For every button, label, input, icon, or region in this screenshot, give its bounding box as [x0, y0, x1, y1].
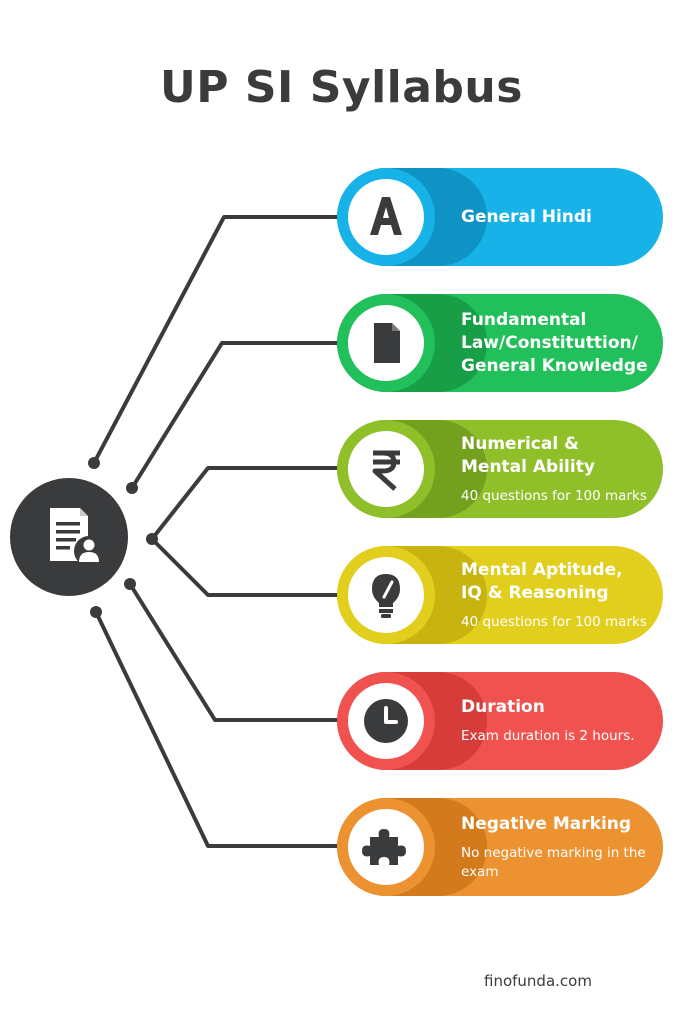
section-negative-marking: Negative Marking No negative marking in … — [337, 798, 663, 896]
section-detail: 40 questions for 100 marks — [461, 487, 647, 504]
icon-circle — [348, 809, 424, 885]
section-detail: 40 questions for 100 marks — [461, 613, 647, 630]
section-detail: No negative marking in the exam — [461, 844, 646, 880]
section-duration: Duration Exam duration is 2 hours. — [337, 672, 663, 770]
section-fundamental-law: Fundamental Law/Constituttion/ General K… — [337, 294, 663, 392]
section-heading: General Hindi — [461, 206, 592, 227]
connector-fundamental-law — [130, 341, 339, 490]
connector-mental-aptitude — [150, 537, 339, 597]
section-general-hindi: General Hindi — [337, 168, 663, 266]
section-numerical-ability: Numerical & Mental Ability 40 questions … — [337, 420, 663, 518]
section-heading: Duration — [461, 697, 545, 717]
connector-dot — [126, 482, 138, 494]
section-mental-aptitude: Mental Aptitude, IQ & Reasoning 40 quest… — [337, 546, 663, 644]
connector-negative-marking — [94, 610, 339, 848]
document-icon — [374, 323, 400, 363]
section-heading: Numerical & Mental Ability — [461, 433, 595, 477]
connector-general-hindi — [92, 215, 339, 465]
section-detail: Exam duration is 2 hours. — [461, 728, 635, 744]
connector-dot — [88, 457, 100, 469]
connector-dot — [146, 533, 158, 545]
connector-dot — [90, 606, 102, 618]
connector-numerical — [150, 466, 339, 541]
hub-circle — [10, 478, 128, 596]
section-heading: Negative Marking — [461, 813, 632, 834]
icon-circle — [348, 557, 424, 633]
section-heading: Mental Aptitude, IQ & Reasoning — [461, 559, 623, 603]
connector-dot — [124, 578, 136, 590]
page-title: UP SI Syllabus — [160, 62, 523, 113]
puzzle-icon — [362, 829, 406, 865]
footer-brand: finofunda.com — [484, 972, 592, 990]
letter-a-icon — [370, 197, 402, 235]
clock-icon — [364, 699, 408, 743]
rupee-icon — [372, 450, 400, 491]
section-heading: Fundamental Law/Constituttion/ General K… — [461, 309, 648, 376]
document-user-icon — [50, 508, 104, 566]
connector-duration — [128, 582, 339, 722]
icon-circle — [348, 305, 424, 381]
icon-circle — [348, 431, 424, 507]
icon-circle — [348, 179, 424, 255]
icon-circle — [348, 683, 424, 759]
lightbulb-icon — [372, 574, 400, 618]
